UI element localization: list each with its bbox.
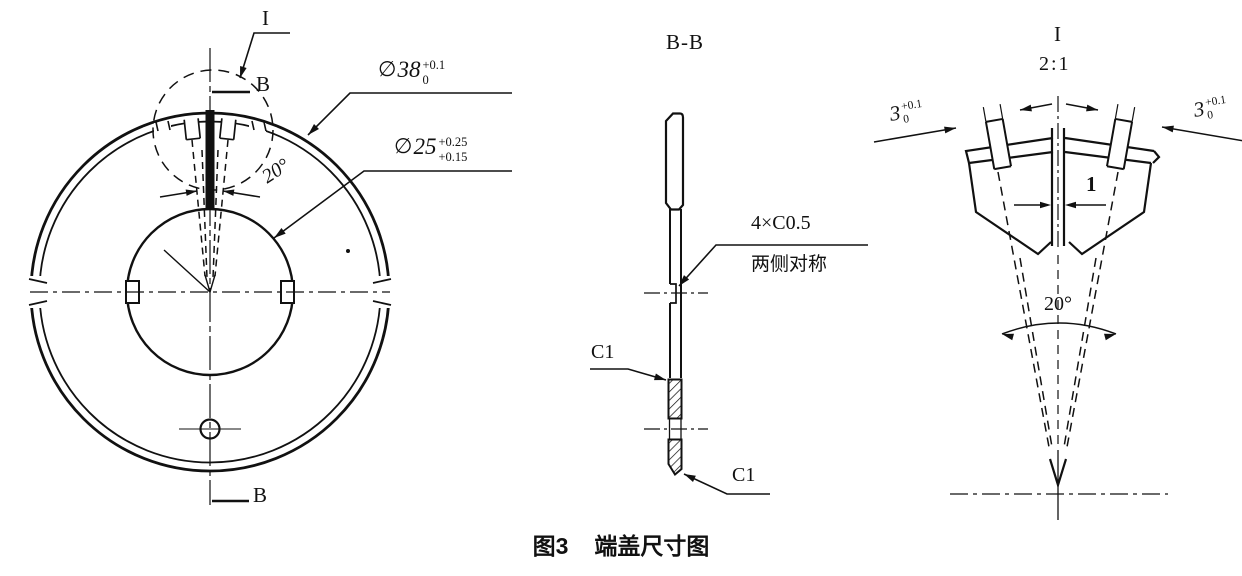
diameter-symbol: ∅ [394,133,413,158]
dim-angle-detail: 20° [1044,293,1072,315]
chamfer-label-left: C1 [591,341,615,363]
figure-number: 图3 [532,533,569,559]
chamfer-label-right: C1 [732,464,756,486]
section-view-title: B-B [666,30,705,54]
figure-title: 端盖尺寸图 [594,533,710,559]
chamfer-callout-line2: 两侧对称 [751,254,828,275]
front-view-linework [26,32,512,505]
section-label-bottom: B [253,483,268,507]
chamfer-callout-line1: 4×C0.5 [751,212,811,234]
section-label-top: B [256,72,271,96]
detail-view-title: I [1054,22,1061,46]
detail-view-scale: 2:1 [1039,53,1071,75]
section-bb-linework [590,112,868,495]
detail-callout-label: I [262,6,269,30]
detail-i-linework [873,96,1242,520]
diameter-symbol: ∅ [378,56,397,81]
figure-caption: 图3 端盖尺寸图 [0,527,1242,561]
dim-slit-width: 1 [1086,172,1097,196]
dim-bore-diameter: ∅25 +0.25+0.15 [394,133,468,164]
